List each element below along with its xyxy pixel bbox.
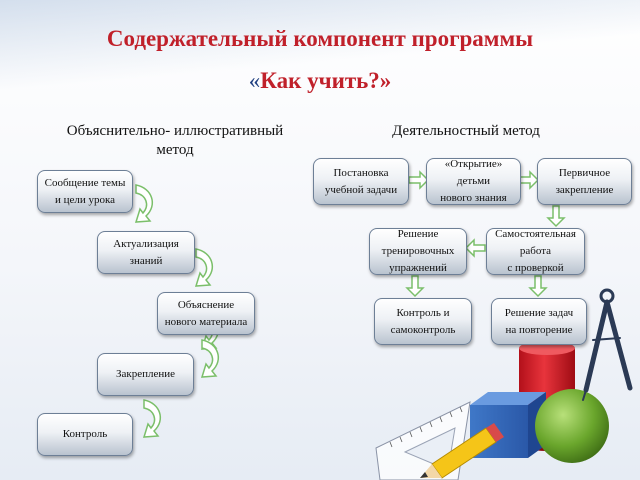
pencil-icon — [420, 423, 504, 479]
compass-icon — [582, 288, 633, 401]
title-open-quote: « — [248, 68, 261, 93]
title-question: Как учить? — [260, 68, 380, 93]
right-step-task-setting: Постановка учебной задачи — [313, 158, 409, 205]
right-step-discovery: «Открытие» детьми нового знания — [426, 158, 521, 205]
right-flow-arrows — [405, 170, 566, 298]
left-step-topic-goal: Сообщение темы и цели урока — [37, 170, 133, 213]
title-close-quote: » — [379, 68, 392, 93]
right-method-heading: Деятельностный метод — [392, 123, 540, 139]
left-method-heading: Объяснительно- иллюстративный метод — [66, 123, 284, 158]
left-step-consolidation: Закрепление — [97, 353, 194, 396]
right-step-review-tasks: Решение задач на повторение — [491, 298, 587, 345]
sphere-shape — [535, 389, 609, 463]
right-step-training-exercises: Решение тренировочных упражнений — [369, 228, 467, 275]
title-line-1: Содержательный компонент программы — [106, 26, 534, 51]
right-step-independent-work: Самостоятельная работа с проверкой — [486, 228, 585, 275]
right-step-primary-consolidation: Первичное закрепление — [537, 158, 632, 205]
left-step-knowledge-update: Актуализация знаний — [97, 231, 195, 274]
header-band — [0, 0, 640, 95]
left-step-control: Контроль — [37, 413, 133, 456]
title-line-2: «Как учить?» — [0, 68, 640, 94]
right-step-self-control: Контроль и самоконтроль — [374, 298, 472, 345]
left-step-new-material: Объяснение нового материала — [157, 292, 255, 335]
